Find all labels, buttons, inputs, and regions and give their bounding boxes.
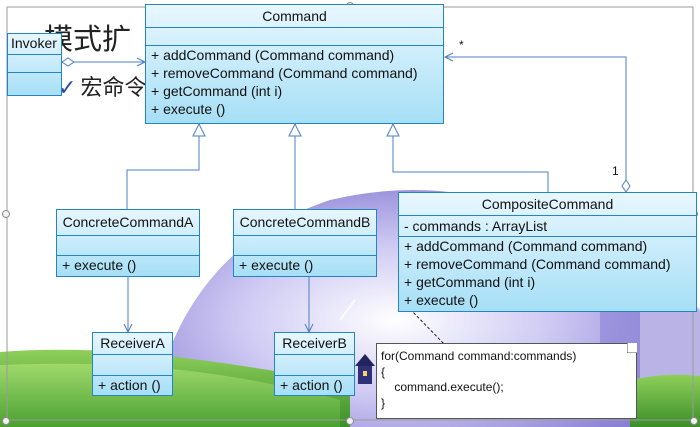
class-name: ConcreteCommandA	[62, 214, 194, 230]
multiplicity-many: *	[459, 38, 464, 52]
operation: + addCommand (Command command)	[404, 238, 648, 254]
class-name: ReceiverB	[282, 335, 347, 351]
operations-section: + execute ()	[57, 255, 199, 274]
operation: + removeCommand (Command command)	[404, 256, 671, 272]
operation: + action ()	[280, 377, 343, 393]
operation: + getCommand (int i)	[404, 274, 536, 290]
generalization-concretecommandb-command	[288, 122, 302, 209]
attributes-section	[8, 54, 61, 72]
operations-section: + action ()	[275, 375, 354, 394]
note-fold-icon	[627, 343, 637, 353]
association-concretecommanda-receivera	[123, 277, 133, 334]
note-line: command.execute();	[381, 380, 504, 394]
note-line: }	[381, 395, 386, 410]
attributes-section	[146, 27, 443, 45]
association-concretecommandb-receiverb	[304, 277, 314, 334]
attributes-section: - commands : ArrayList	[399, 215, 696, 236]
check-icon: ✓	[58, 76, 77, 101]
resize-handle-left-middle[interactable]	[2, 210, 10, 218]
operation: + action ()	[98, 377, 161, 393]
class-receivera[interactable]: ReceiverA + action ()	[92, 332, 173, 396]
generalization-concretecommanda-command	[126, 122, 206, 209]
operations-section	[8, 72, 61, 73]
attributes-section	[275, 354, 354, 375]
class-name: Invoker	[11, 35, 57, 51]
class-concretecommandb[interactable]: ConcreteCommandB + execute ()	[233, 209, 377, 277]
operation: + execute ()	[404, 292, 479, 308]
class-command[interactable]: Command + addCommand (Command command) +…	[145, 4, 444, 124]
house-icon	[355, 354, 375, 384]
class-compositecommand[interactable]: CompositeCommand - commands : ArrayList …	[398, 192, 697, 312]
aggregation-invoker-command	[61, 57, 147, 67]
light-beam	[339, 299, 356, 321]
operations-section: + action ()	[93, 375, 172, 394]
aggregation-compositecommand-command	[443, 52, 631, 193]
note-line: for(Command command:commands)	[381, 349, 577, 363]
note-line: {	[381, 364, 386, 379]
class-name: Command	[262, 8, 327, 24]
note-composite-execute[interactable]: for(Command command:commands) { command.…	[376, 343, 637, 419]
class-name: ReceiverA	[100, 335, 165, 351]
grass-hill-right	[630, 374, 700, 427]
slide-bullet: ✓宏命令	[58, 70, 146, 102]
operation: + getCommand (int i)	[151, 83, 283, 99]
slide-bullet-text: 宏命令	[80, 76, 147, 101]
multiplicity-one: 1	[612, 164, 619, 178]
generalization-compositecommand-command	[386, 122, 549, 192]
attributes-section	[57, 235, 199, 255]
operations-section: + addCommand (Command command) + removeC…	[146, 45, 443, 118]
operation: + execute ()	[239, 257, 314, 273]
class-concretecommanda[interactable]: ConcreteCommandA + execute ()	[56, 209, 200, 277]
class-receiverb[interactable]: ReceiverB + action ()	[274, 332, 355, 396]
attributes-section	[93, 354, 172, 375]
class-invoker[interactable]: Invoker	[7, 33, 62, 96]
resize-handle-bottom-center[interactable]	[346, 417, 354, 425]
operation: + execute ()	[151, 101, 226, 117]
attributes-section	[234, 235, 376, 255]
class-name: ConcreteCommandB	[239, 214, 371, 230]
resize-handle-bottom-left[interactable]	[2, 417, 10, 425]
operation: + removeCommand (Command command)	[151, 65, 418, 81]
class-name: CompositeCommand	[481, 196, 614, 212]
operations-section: + addCommand (Command command) + removeC…	[399, 236, 696, 309]
operation: + addCommand (Command command)	[151, 47, 395, 63]
operations-section: + execute ()	[234, 255, 376, 274]
operation: + execute ()	[62, 257, 137, 273]
resize-handle-bottom-right[interactable]	[690, 417, 698, 425]
attribute: - commands : ArrayList	[404, 218, 548, 234]
note-anchor-line	[409, 308, 447, 347]
